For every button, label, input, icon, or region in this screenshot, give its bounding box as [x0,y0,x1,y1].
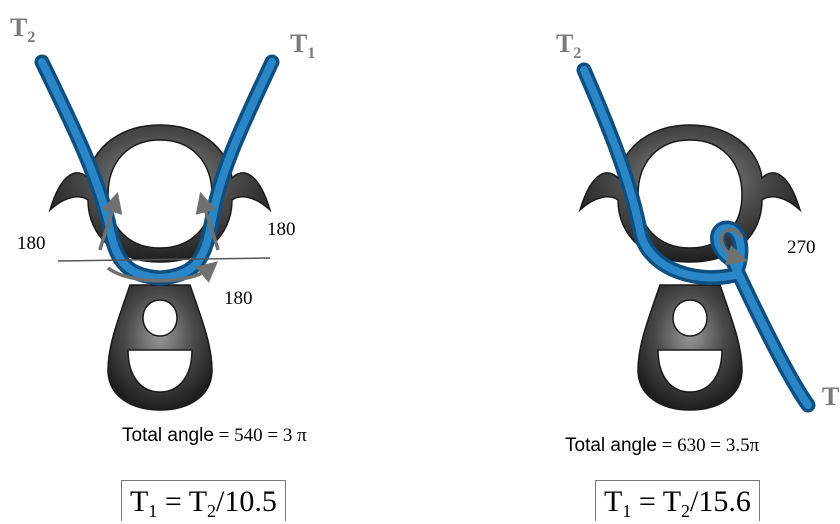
right-formula-lhs: T [604,485,623,518]
left-angle-label-left: 180 [17,233,46,254]
left-t2-label: T2 [10,13,35,46]
left-caption-prefix: Total angle [122,425,214,446]
left-descender-device: T2 T1 180 180 180 [10,13,315,411]
right-formula-rhs: /15.6 [690,485,751,518]
left-angle-arrow-left [98,191,123,251]
left-t1-label: T1 [290,29,315,62]
left-device-lower-body [107,284,213,411]
right-t2-label: T2 [556,29,581,62]
left-formula-rhs: /10.5 [216,485,277,518]
left-formula-lhs-sub: 1 [148,501,158,521]
left-angle-arrow-right [195,191,220,251]
right-rope-highlight [580,66,812,409]
left-caption-value: = 540 = 3 π [213,425,307,446]
right-formula-lhs-sub: 1 [622,501,632,521]
right-angle-arrow [719,227,749,266]
right-formula-rhs-sub: 2 [681,501,691,521]
left-angle-label-right: 180 [267,219,296,240]
left-formula-rhs-sub: 2 [207,501,217,521]
left-reference-line [57,257,271,262]
left-total-angle-caption: Total angle = 540 = 3 π [122,425,307,447]
left-formula-lhs: T [130,485,149,518]
right-device-lower-body [637,284,743,411]
right-total-angle-caption: Total angle = 630 = 3.5π [565,435,759,457]
right-caption-value: = 630 = 3.5π [656,435,760,456]
right-t-label: T [822,382,839,411]
right-formula-box: T1 = T2/15.6 [595,480,760,521]
right-formula-eq: = T [631,485,682,518]
left-formula-eq: = T [157,485,208,518]
right-angle-label: 270 [787,237,816,258]
right-caption-prefix: Total angle [565,435,657,456]
left-angle-arrow-bottom [106,261,219,283]
left-angle-label-bottom: 180 [224,288,253,309]
right-descender-device: T2 T 270 [556,29,839,413]
left-formula-box: T1 = T2/10.5 [121,480,286,521]
